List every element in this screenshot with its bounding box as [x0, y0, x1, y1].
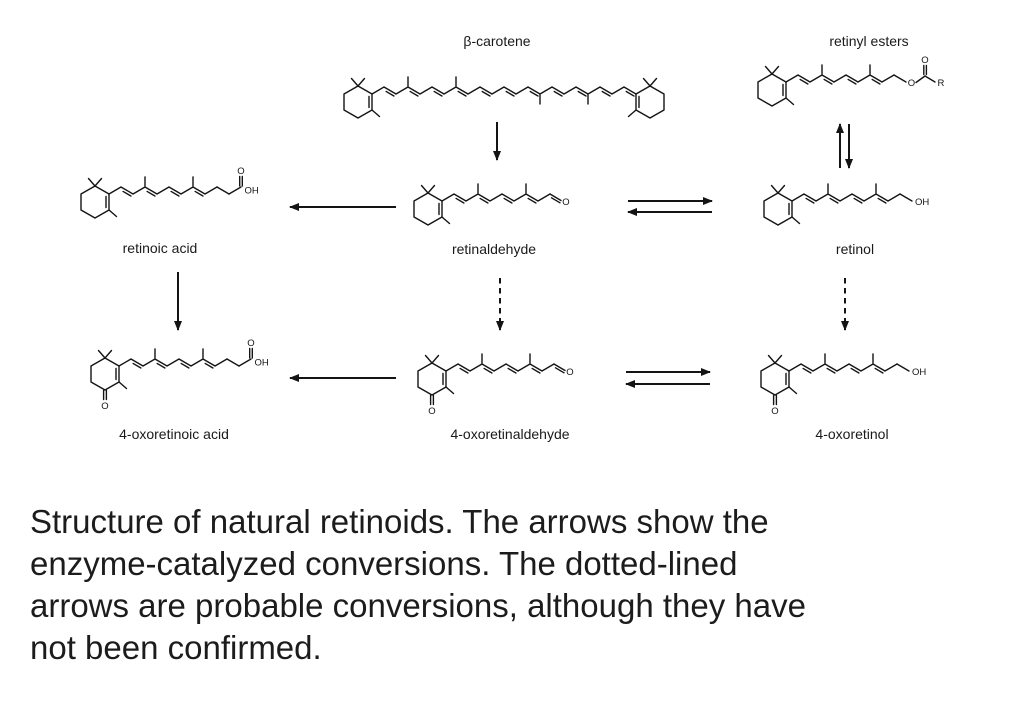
- structure-4-oxoretinaldehyde: [417, 353, 575, 418]
- caption-line: enzyme-catalyzed conversions. The dotted…: [30, 545, 738, 582]
- label-retinaldehyde: retinaldehyde: [452, 241, 536, 257]
- retinoid-pathway-diagram: O O O OH: [80, 33, 946, 442]
- label-4-oxoretinaldehyde: 4-oxoretinaldehyde: [450, 426, 569, 442]
- label-beta-carotene: β-carotene: [463, 33, 530, 49]
- structure-4-oxoretinoic-acid: [90, 337, 270, 413]
- label-retinol: retinol: [836, 241, 874, 257]
- structure-beta-carotene: [343, 76, 665, 119]
- caption-line: arrows are probable conversions, althoug…: [30, 587, 806, 624]
- label-retinoic-acid: retinoic acid: [123, 240, 198, 256]
- label-4-oxoretinoic-acid: 4-oxoretinoic acid: [119, 426, 229, 442]
- structure-4-oxoretinol: [760, 353, 928, 418]
- structure-retinoic-acid: [80, 165, 260, 219]
- label-4-oxoretinol: 4-oxoretinol: [815, 426, 888, 442]
- label-retinyl-esters: retinyl esters: [829, 33, 908, 49]
- structure-retinaldehyde: [413, 183, 571, 226]
- caption-line: Structure of natural retinoids. The arro…: [30, 503, 769, 540]
- figure-caption: Structure of natural retinoids. The arro…: [30, 501, 1004, 669]
- structure-retinol: [763, 183, 931, 226]
- structure-retinyl-esters: [757, 54, 946, 107]
- caption-line: not been confirmed.: [30, 629, 322, 666]
